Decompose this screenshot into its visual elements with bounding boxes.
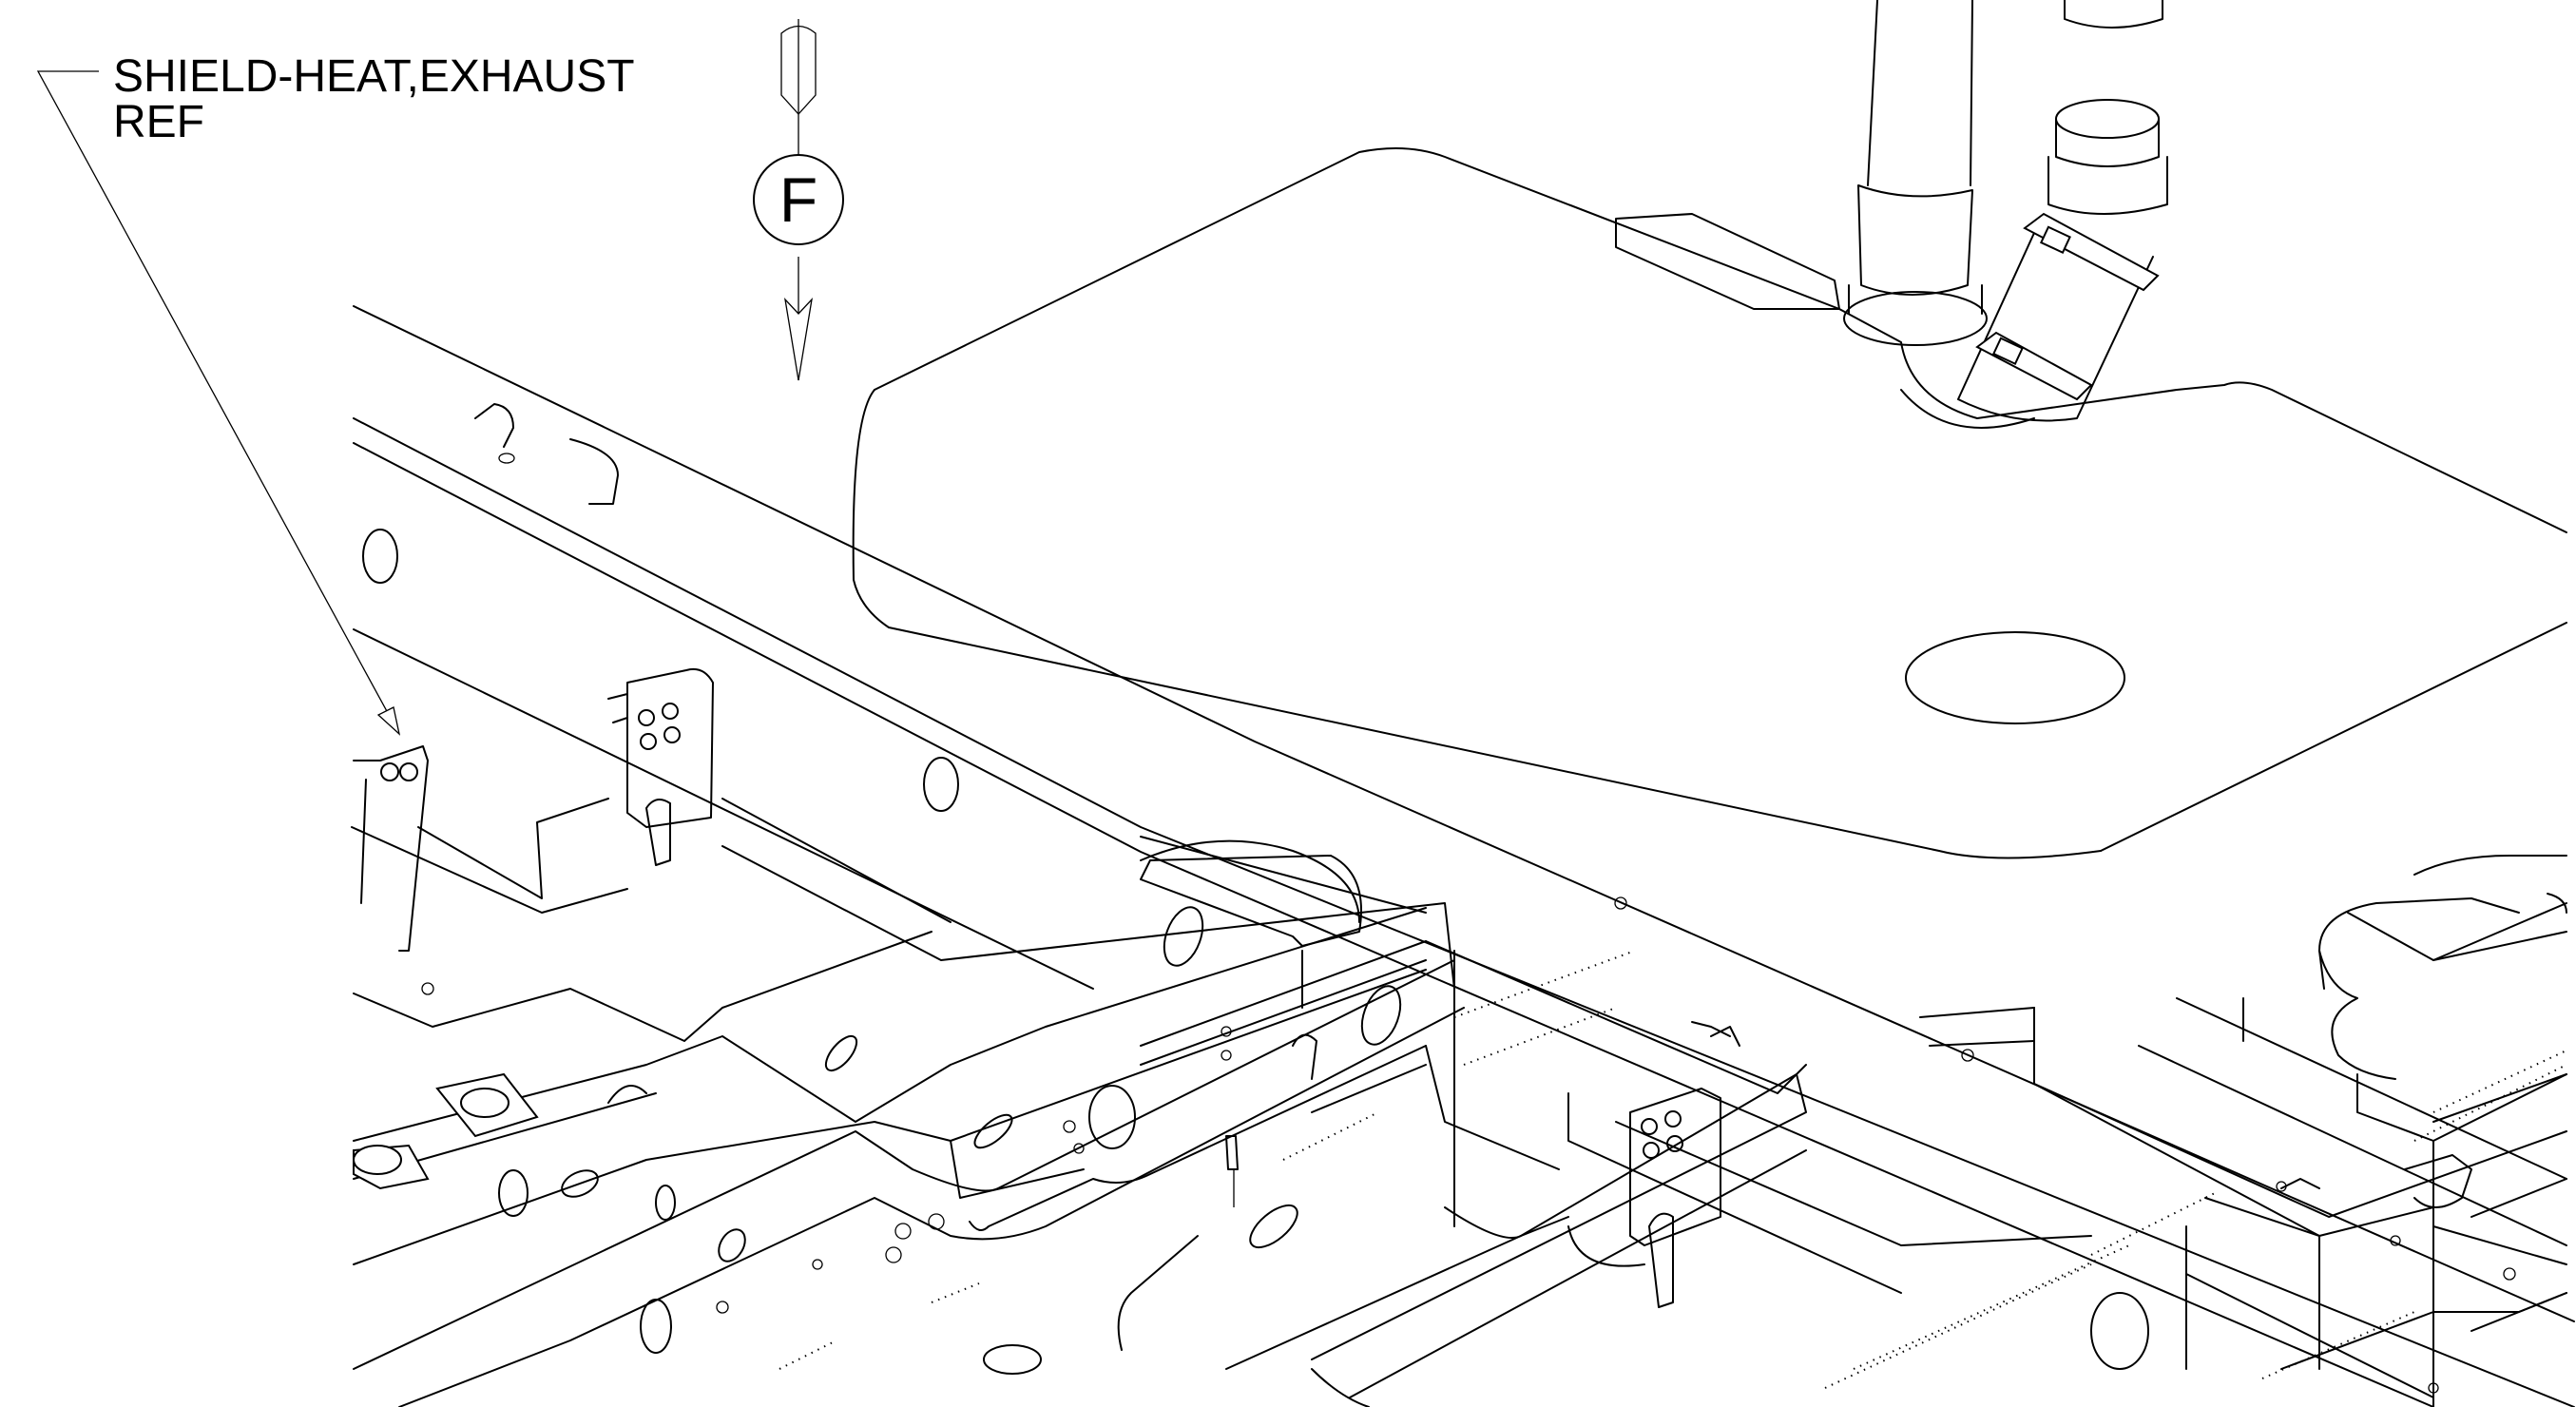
callout-leader-line: [36, 70, 401, 736]
callout-label-line1: SHIELD-HEAT,EXHAUST: [113, 51, 635, 102]
grommet-caps: [353, 1072, 539, 1190]
frame-detail-clips: [1225, 1021, 1740, 1207]
curved-side-bracket: [1117, 839, 1645, 1407]
filler-pipe-right: [1957, 0, 2168, 422]
right-frame-rails: [1614, 896, 2567, 1407]
air-spring: [2318, 855, 2567, 1142]
mounting-bracket-upper: [607, 667, 714, 866]
upper-frame-rail: [353, 305, 2575, 1407]
lower-chassis-frame: [351, 798, 2092, 1407]
callout-label-line2: REF: [113, 97, 204, 147]
heat-shield-bracket: [353, 745, 429, 952]
tank-body: [852, 147, 2567, 859]
view-marker-letter: F: [779, 164, 817, 235]
mounting-bracket-lower: [1629, 1088, 1721, 1308]
frame-holes: [421, 906, 2149, 1375]
view-direction-arrow: F: [753, 19, 844, 381]
filler-pipe-left: [1843, 0, 1988, 346]
dotted-feature-lines: [779, 950, 2567, 1389]
view-marker-circle: [753, 154, 844, 245]
